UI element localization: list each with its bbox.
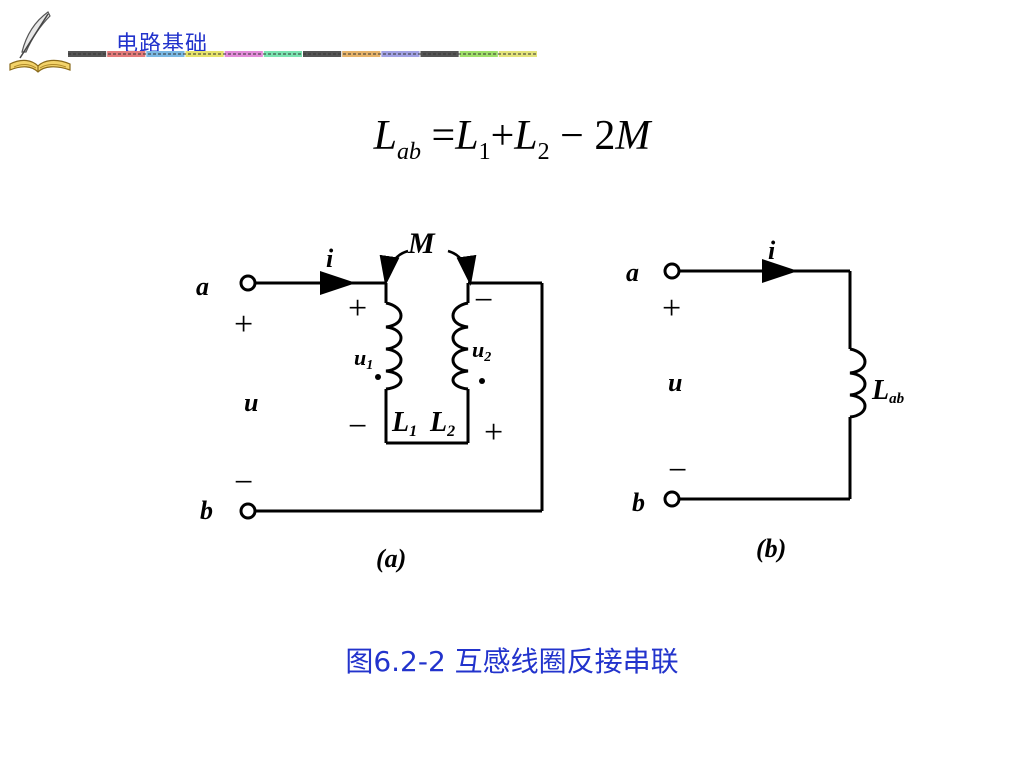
label-a-terminal-bottom: b bbox=[200, 496, 213, 525]
terminal-b-node bbox=[239, 502, 257, 520]
label-a-coil1-voltage: u1 bbox=[354, 345, 373, 373]
terminal-a-node-b bbox=[663, 262, 681, 280]
label-a-voltage: u bbox=[244, 388, 258, 417]
header-rule-segment bbox=[342, 51, 381, 57]
label-a-plus-left: + bbox=[234, 306, 253, 343]
formula-lhs: L bbox=[373, 113, 398, 159]
diagram-b bbox=[663, 259, 867, 508]
label-a-coil1-plus: + bbox=[348, 290, 367, 327]
formula-term1: L bbox=[455, 113, 479, 159]
label-b-terminal-top: a bbox=[626, 258, 639, 287]
label-b-inductor: Lab bbox=[871, 375, 905, 407]
circuit-diagrams: a b i M u u1 u2 L1 L2 + − + − − + (a) a … bbox=[196, 227, 905, 573]
formula-coef: 2 bbox=[594, 113, 616, 159]
formula-minus: − bbox=[560, 113, 584, 159]
label-a-coil2-minus: − bbox=[474, 282, 493, 319]
label-a-current: i bbox=[326, 244, 334, 273]
label-b-minus: − bbox=[668, 452, 687, 489]
figure-caption: 图6.2-2 互感线圈反接串联 bbox=[345, 645, 679, 678]
label-a-minus-left: − bbox=[234, 464, 253, 501]
header-rule-segment bbox=[68, 51, 107, 57]
formula-eq: = bbox=[431, 113, 456, 159]
formula-term1-sub: 1 bbox=[478, 139, 491, 165]
header-rule-segment bbox=[498, 51, 537, 57]
header-rule bbox=[68, 51, 538, 57]
mutual-arc-left bbox=[379, 249, 409, 286]
dot-coil2 bbox=[479, 378, 485, 384]
label-a-mutual: M bbox=[407, 227, 436, 260]
label-a-coil2-voltage: u2 bbox=[472, 337, 491, 365]
formula: Lab =L1+L2 − 2M bbox=[0, 112, 1024, 166]
quill-book-icon bbox=[9, 11, 71, 73]
label-diagram-b: (b) bbox=[756, 534, 786, 563]
label-a-inductor2: L2 bbox=[429, 407, 455, 440]
header-rule-segment bbox=[303, 51, 342, 57]
header-rule-segment bbox=[263, 51, 302, 57]
dot-coil1 bbox=[375, 374, 381, 380]
formula-term2: L bbox=[514, 113, 538, 159]
label-b-current: i bbox=[768, 236, 776, 265]
label-b-plus: + bbox=[662, 290, 681, 327]
header-rule-segment bbox=[107, 51, 146, 57]
formula-term2-sub: 2 bbox=[537, 139, 550, 165]
label-b-voltage: u bbox=[668, 368, 682, 397]
formula-plus: + bbox=[490, 113, 515, 159]
terminal-b-node-b bbox=[663, 490, 681, 508]
formula-mutual: M bbox=[615, 113, 651, 159]
mutual-arc-right bbox=[447, 249, 477, 286]
label-a-coil2-plus: + bbox=[484, 414, 503, 451]
inductor-1-coil bbox=[385, 301, 403, 391]
inductor-2-coil bbox=[451, 301, 469, 391]
label-a-terminal-top: a bbox=[196, 272, 209, 301]
terminal-a-node bbox=[239, 274, 257, 292]
label-diagram-a: (a) bbox=[376, 544, 406, 573]
diagram-a bbox=[239, 249, 544, 520]
formula-lhs-sub: ab bbox=[397, 139, 422, 165]
label-a-inductor1: L1 bbox=[391, 407, 417, 440]
label-a-coil1-minus: − bbox=[348, 408, 367, 445]
label-b-terminal-bottom: b bbox=[632, 488, 645, 517]
inductor-ab-coil bbox=[849, 347, 867, 419]
